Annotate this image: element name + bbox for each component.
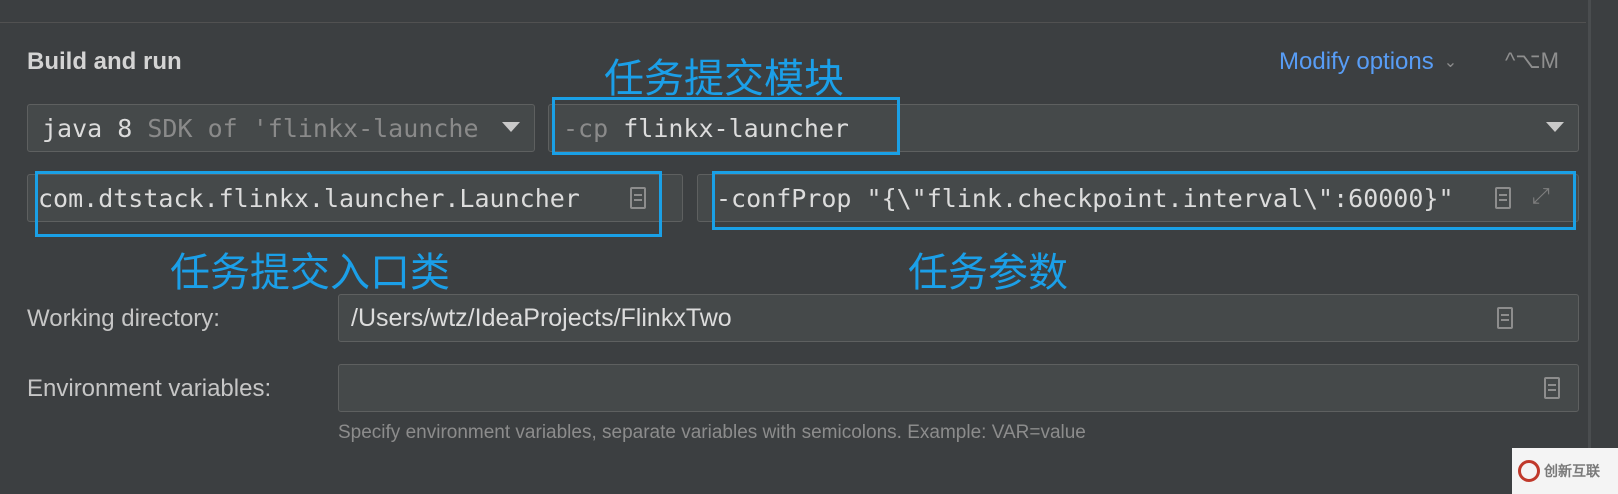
program-arguments-value: -confProp "{\"flink.checkpoint.interval\… bbox=[716, 183, 1454, 213]
environment-variables-help: Specify environment variables, separate … bbox=[338, 422, 1086, 443]
dropdown-arrow-icon[interactable] bbox=[502, 122, 520, 132]
module-highlight-box bbox=[552, 97, 900, 155]
program-arguments-field[interactable]: -confProp "{\"flink.checkpoint.interval\… bbox=[697, 174, 1579, 222]
classpath-module-select[interactable]: -cp flinkx-launcher bbox=[548, 104, 1579, 152]
edit-environment-icon[interactable] bbox=[1544, 377, 1560, 399]
watermark: 创新互联 bbox=[1512, 448, 1618, 494]
environment-variables-label: Environment variables: bbox=[27, 375, 272, 402]
environment-variables-field[interactable] bbox=[338, 364, 1579, 412]
annotation-params: 任务参数 bbox=[908, 250, 1068, 296]
modify-options-link[interactable]: Modify options ⌄ bbox=[1279, 48, 1457, 76]
entry-class-highlight-box bbox=[35, 171, 662, 237]
classpath-prefix: -cp bbox=[563, 113, 624, 143]
scrollbar[interactable] bbox=[1588, 0, 1591, 494]
top-divider bbox=[0, 22, 1586, 23]
working-directory-field[interactable]: /Users/wtz/IdeaProjects/FlinkxTwo bbox=[338, 294, 1579, 342]
expand-icon[interactable]: ⤢ bbox=[1532, 184, 1550, 209]
macro-document-icon[interactable] bbox=[1497, 307, 1513, 329]
section-title: Build and run bbox=[27, 48, 182, 75]
jre-select-hint: SDK of 'flinkx-launche bbox=[132, 113, 479, 143]
jre-select[interactable]: java 8 SDK of 'flinkx-launche bbox=[27, 104, 535, 152]
main-class-value: com.dtstack.flinkx.launcher.Launcher bbox=[38, 183, 580, 213]
edit-document-icon[interactable] bbox=[1495, 187, 1511, 209]
annotation-entry-class: 任务提交入口类 bbox=[170, 250, 450, 296]
working-directory-label: Working directory: bbox=[27, 305, 220, 332]
modify-options-label[interactable]: Modify options bbox=[1279, 48, 1434, 75]
watermark-logo-icon bbox=[1518, 460, 1540, 482]
working-directory-value: /Users/wtz/IdeaProjects/FlinkxTwo bbox=[351, 303, 732, 332]
classpath-module-value: flinkx-launcher bbox=[623, 113, 849, 143]
modify-options-shortcut: ^⌥M bbox=[1505, 48, 1560, 73]
chevron-down-icon[interactable]: ⌄ bbox=[1443, 54, 1458, 71]
watermark-text: 创新互联 bbox=[1544, 463, 1600, 479]
jre-select-value: java 8 bbox=[42, 113, 133, 143]
params-highlight-box bbox=[712, 171, 1576, 230]
main-class-field[interactable]: com.dtstack.flinkx.launcher.Launcher bbox=[27, 174, 683, 222]
annotation-module: 任务提交模块 bbox=[604, 56, 844, 102]
dropdown-arrow-icon[interactable] bbox=[1546, 122, 1564, 132]
browse-document-icon[interactable] bbox=[630, 187, 646, 209]
